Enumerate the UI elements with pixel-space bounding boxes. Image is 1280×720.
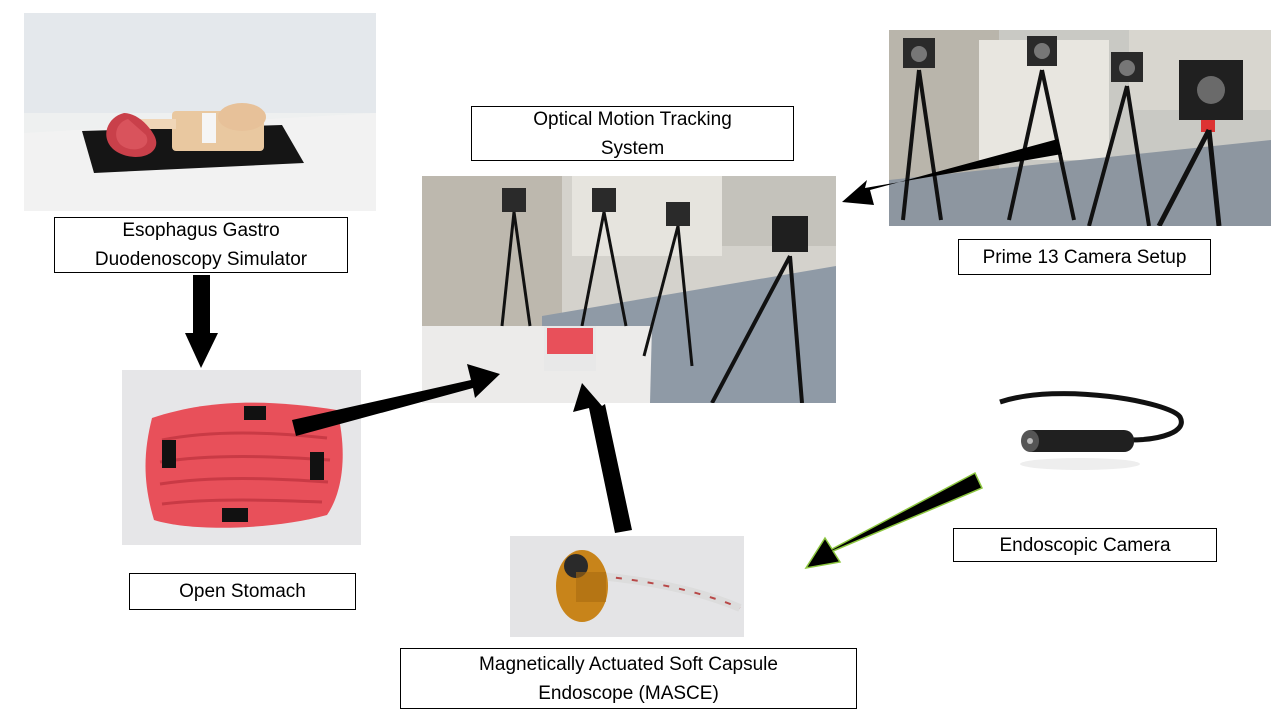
label-optical-tracking: Optical Motion Tracking System	[471, 106, 794, 161]
label-open-stomach-text: Open Stomach	[179, 581, 306, 602]
arrow-masce-to-tracking	[573, 383, 632, 533]
prime13-photo	[889, 30, 1271, 226]
label-masce: Magnetically Actuated Soft Capsule Endos…	[400, 648, 857, 709]
label-open-stomach: Open Stomach	[129, 573, 356, 610]
label-masce-text: Magnetically Actuated Soft Capsule Endos…	[479, 653, 778, 704]
endoscopic-camera-photo	[980, 372, 1200, 490]
label-endoscopic-camera: Endoscopic Camera	[953, 528, 1217, 562]
label-egd-simulator: Esophagus Gastro Duodenoscopy Simulator	[54, 217, 348, 273]
label-egd-simulator-text: Esophagus Gastro Duodenoscopy Simulator	[94, 220, 308, 270]
arrow-simulator-to-stomach	[185, 275, 218, 368]
optical-tracking-photo	[422, 176, 836, 403]
label-prime13: Prime 13 Camera Setup	[958, 239, 1211, 275]
open-stomach-photo	[122, 370, 361, 545]
label-prime13-text: Prime 13 Camera Setup	[982, 246, 1187, 268]
label-optical-tracking-text: Optical Motion Tracking System	[533, 108, 732, 159]
egd-simulator-photo	[24, 13, 376, 211]
masce-photo	[510, 536, 744, 637]
label-endoscopic-camera-text: Endoscopic Camera	[999, 534, 1171, 556]
